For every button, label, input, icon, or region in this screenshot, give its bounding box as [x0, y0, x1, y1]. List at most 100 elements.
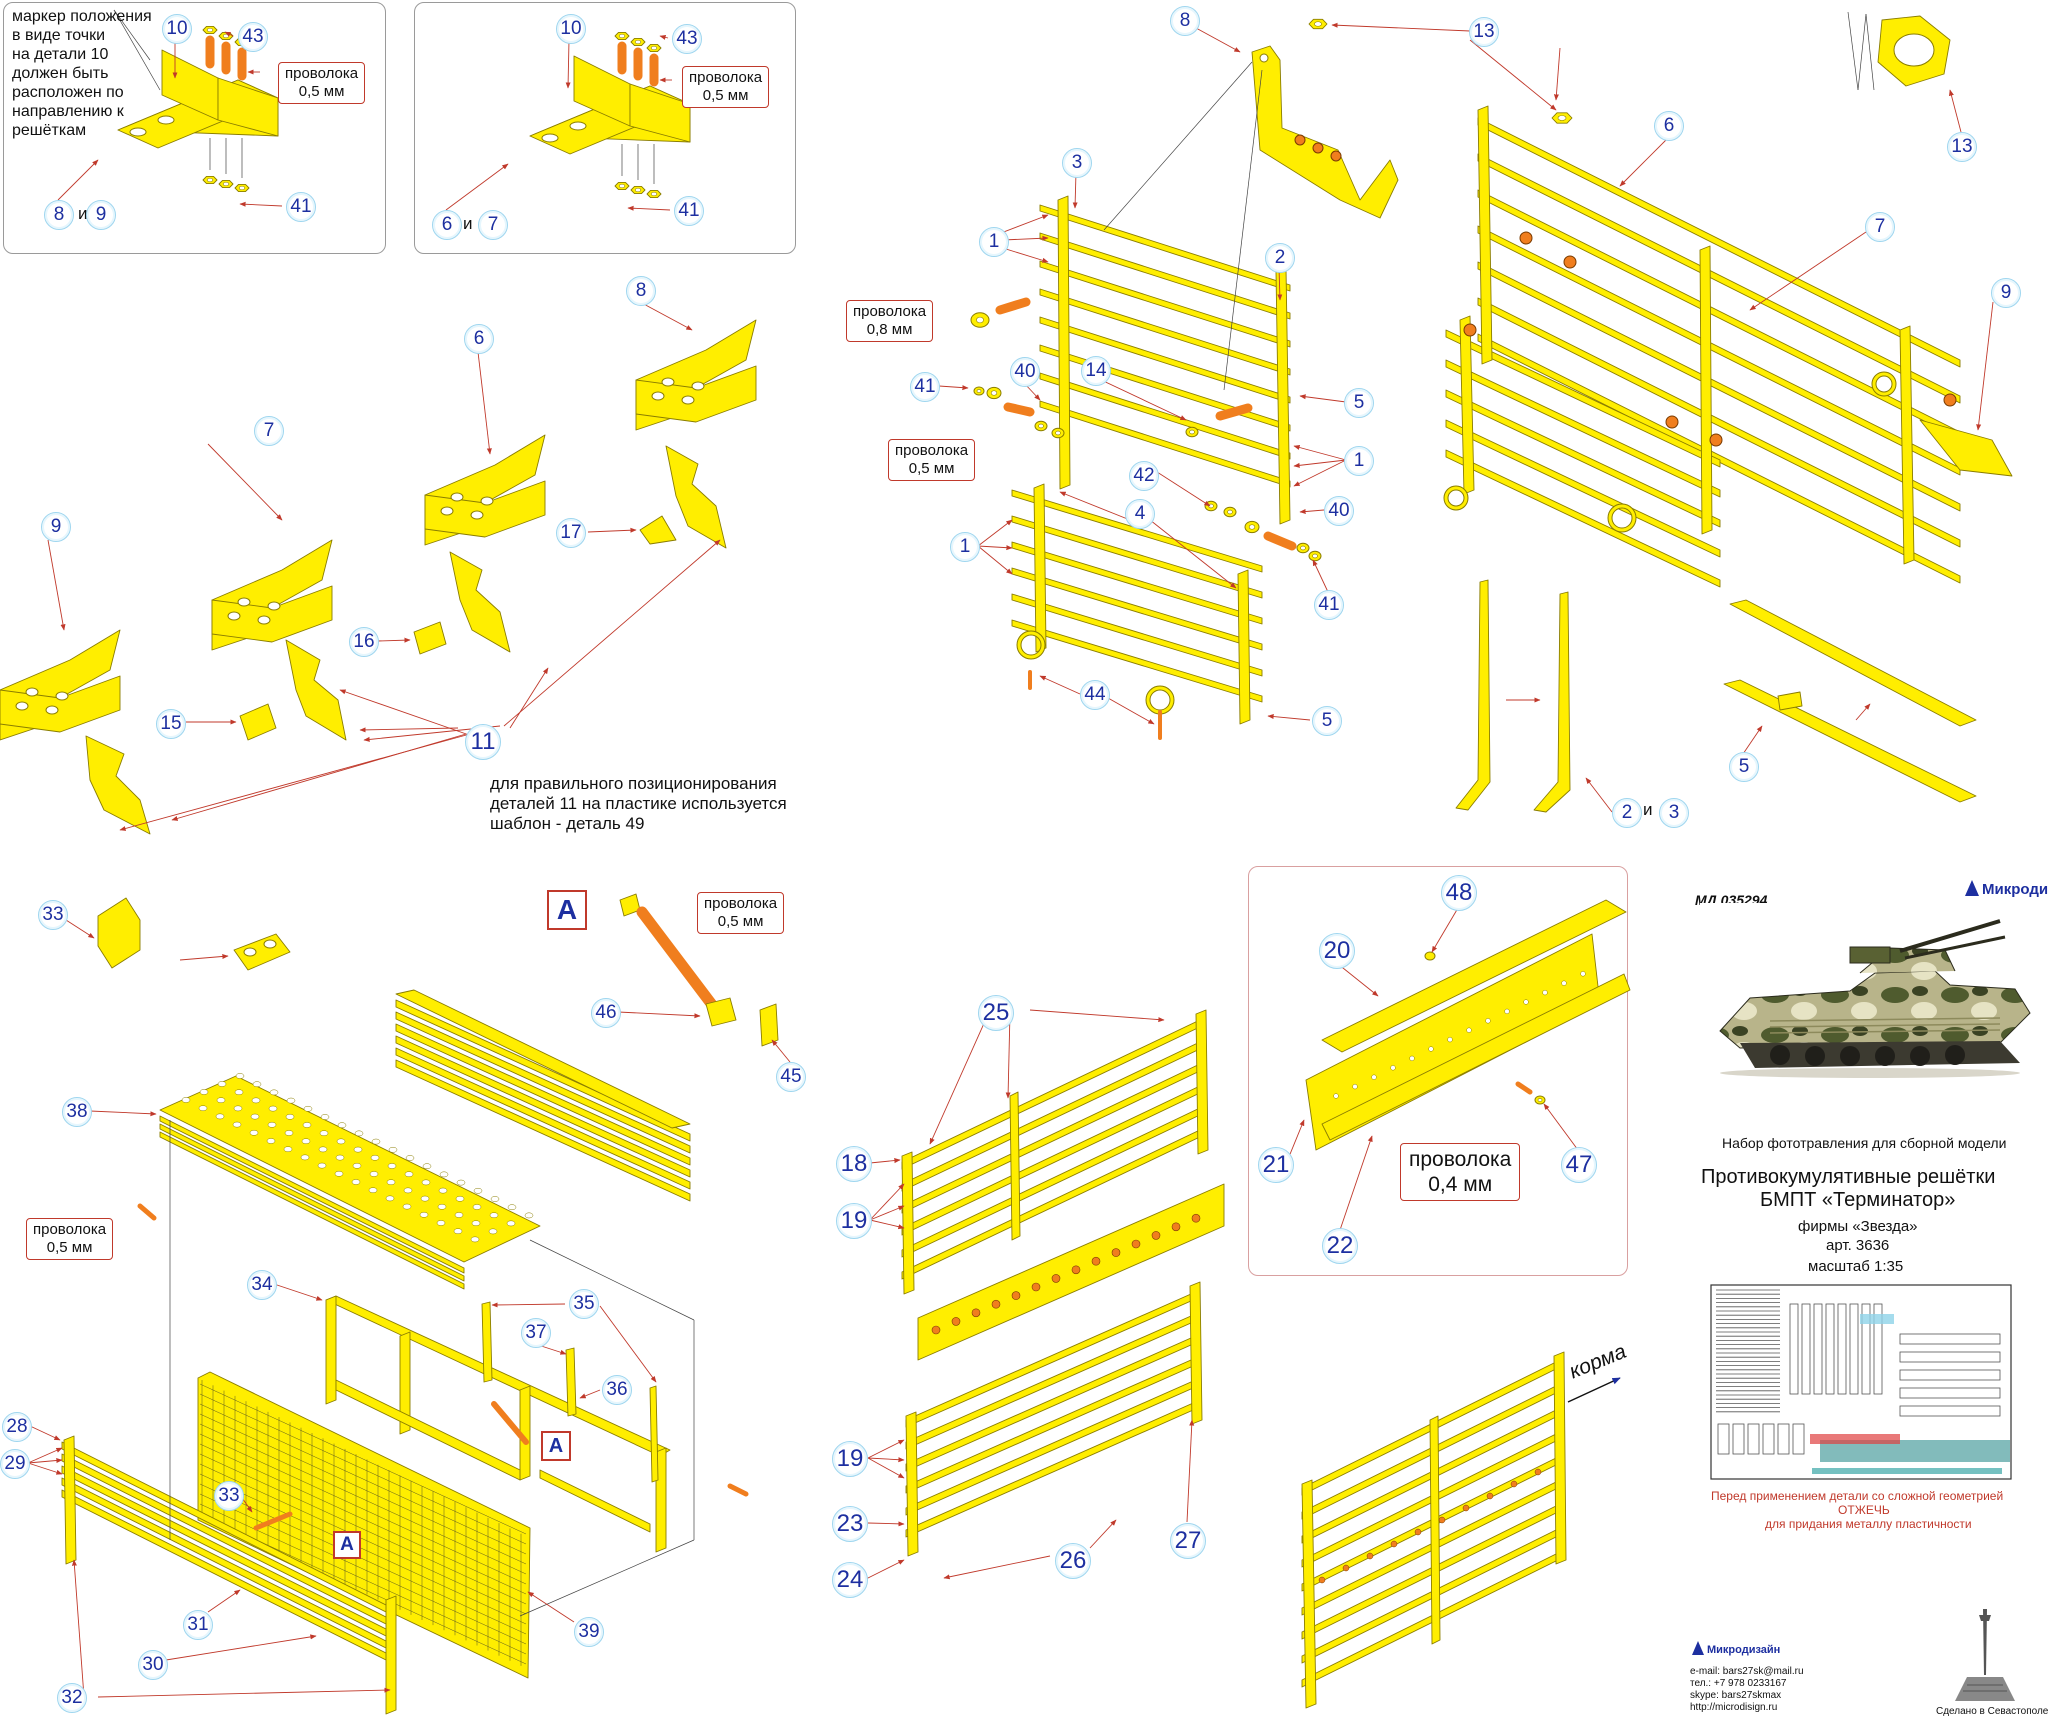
- grille-slat-1: [1039, 288, 1291, 376]
- perforation-hole: [252, 1081, 262, 1088]
- bracket-hole: [440, 506, 454, 516]
- rivet-head: [1071, 1265, 1081, 1275]
- perforation-hole: [388, 1146, 398, 1153]
- leader-line: [867, 1521, 905, 1527]
- strip-hole: [1390, 1065, 1396, 1071]
- callout-41: 41: [1314, 590, 1344, 620]
- callout-41: 41: [674, 196, 704, 226]
- leader-line: [867, 1457, 905, 1479]
- plate-11: [665, 445, 727, 549]
- marker-note: маркер положения в виде точки на детали …: [12, 7, 152, 140]
- perforation-hole: [419, 1211, 429, 1218]
- callout-7: 7: [254, 416, 284, 446]
- callout-6: 6: [1654, 111, 1684, 141]
- mesh-line: [199, 1443, 527, 1595]
- grille-slat-25: [901, 1061, 1205, 1214]
- callout-37: 37: [521, 1318, 551, 1348]
- grille-post: [1459, 315, 1475, 495]
- frame-34-bottom: [539, 1469, 651, 1533]
- rail-27: [917, 1183, 1225, 1361]
- callout-1: 1: [950, 532, 980, 562]
- rivet-head: [1414, 1528, 1422, 1536]
- leader-line: [1277, 267, 1283, 301]
- leader-line: [1749, 231, 1867, 311]
- leader-line: [477, 351, 492, 455]
- and-word: и: [463, 214, 473, 233]
- grille-post: [905, 1411, 919, 1557]
- callout-13: 13: [1947, 132, 1977, 162]
- strap-5-tab: [1777, 691, 1803, 711]
- perforation-hole: [470, 1236, 480, 1243]
- bracket-10-flange: [629, 83, 691, 143]
- callout-42: 42: [1129, 461, 1159, 491]
- fret-part: [1777, 1423, 1790, 1455]
- fret-part: [1801, 1303, 1811, 1395]
- leader-line: [97, 1687, 391, 1698]
- mesh-line: [199, 1483, 527, 1635]
- leader-line: [1059, 491, 1131, 521]
- callout-15: 15: [156, 709, 186, 739]
- perforation-hole: [249, 1129, 259, 1136]
- perforation-hole: [250, 1113, 260, 1120]
- perforation-hole: [251, 1097, 261, 1104]
- washer-hole: [1055, 430, 1061, 436]
- ring-handle: [1608, 504, 1636, 532]
- callout-4: 4: [1125, 499, 1155, 529]
- rivet-head: [1665, 415, 1679, 429]
- leader-line: [1005, 1011, 1011, 1099]
- leader-line: [1948, 89, 1962, 133]
- leader-line: [1096, 377, 1187, 421]
- rivet-head: [1563, 255, 1577, 269]
- perforation-hole: [267, 1121, 277, 1128]
- clip-16: [413, 621, 447, 655]
- grille-post: [63, 1435, 77, 1565]
- bracket-hole: [661, 377, 675, 387]
- scale-line: масштаб 1:35: [1808, 1258, 1904, 1275]
- perforation-pattern: [181, 1073, 534, 1243]
- leader-line: [27, 1447, 63, 1464]
- fret-part: [1899, 1405, 2001, 1417]
- fret-part: [1717, 1423, 1730, 1455]
- mesh-line: [199, 1393, 527, 1545]
- wire-label-size: 0,4 мм: [1428, 1173, 1493, 1196]
- grille-slat-6: [1477, 225, 1961, 476]
- bracket-hole: [257, 615, 271, 625]
- perforation-hole: [269, 1089, 279, 1096]
- leader-line: [273, 1283, 323, 1301]
- nut-hole: [222, 181, 230, 187]
- brand-logo-text: Микродизайн: [1982, 881, 2048, 898]
- fret-thumbnail: [1710, 1284, 2012, 1480]
- brand-logo-text: Микродизайн: [1707, 1644, 1781, 1656]
- leader-line: [1299, 509, 1325, 515]
- wire-label-size: 0,5 мм: [46, 1239, 93, 1256]
- callout-1: 1: [1344, 446, 1374, 476]
- wire-label: проволока 0,4 мм: [1400, 1143, 1521, 1201]
- perforation-hole: [456, 1179, 466, 1186]
- rivet-head: [1366, 1552, 1374, 1560]
- perforation-hole: [283, 1146, 293, 1153]
- section-mark-a: A: [333, 1531, 361, 1559]
- rivet-head: [1091, 1256, 1101, 1266]
- leader-line: [867, 1457, 905, 1463]
- leader-line: [1089, 1519, 1117, 1549]
- leader-line: [1431, 907, 1459, 953]
- strip-hole: [1333, 1093, 1339, 1099]
- perforation-hole: [266, 1138, 276, 1144]
- strap-3: [1533, 591, 1571, 813]
- fret-part: [1899, 1333, 2001, 1345]
- perforation-hole: [507, 1204, 517, 1211]
- perforation-hole: [368, 1187, 378, 1194]
- grille-slat-38: [159, 1123, 465, 1282]
- ring-handle: [1444, 486, 1468, 510]
- bracket-hole: [541, 133, 559, 143]
- callout-10: 10: [556, 14, 586, 44]
- rivet-head: [1438, 1516, 1446, 1524]
- wire-label-name: проволока: [689, 69, 763, 86]
- grille-slat-6: [1477, 297, 1961, 548]
- rivet-48: [1424, 951, 1436, 961]
- strip-hole: [1504, 1008, 1510, 1015]
- bracket-hole: [1259, 53, 1269, 63]
- perforation-hole: [488, 1228, 498, 1235]
- callout-7: 7: [1865, 212, 1895, 242]
- fret-part: [1792, 1423, 1805, 1455]
